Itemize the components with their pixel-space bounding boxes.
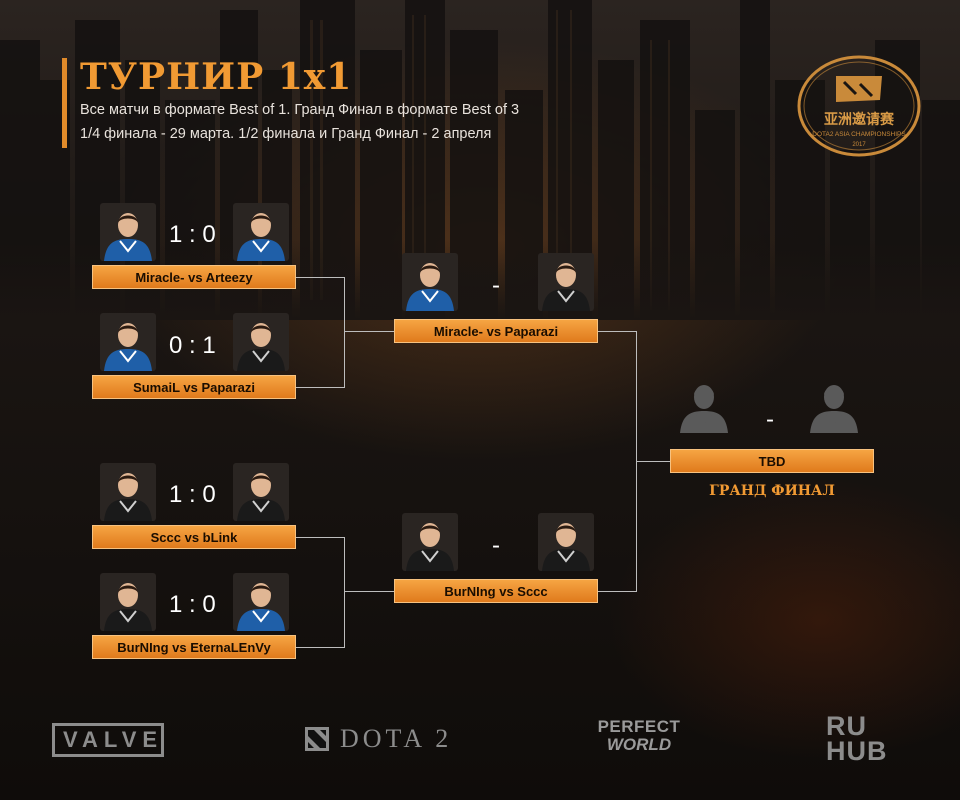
valve-logo: VALVE [52, 723, 164, 757]
connector-qf12-to-sf1 [344, 331, 394, 332]
connector-sf1 [598, 331, 636, 332]
connector-qf1 [296, 277, 344, 278]
logo-chinese-text: 亚洲邀请赛 [824, 111, 895, 128]
page-title: ТУРНИР 1x1 [80, 56, 353, 98]
perfect-world-line1: PERFECT [597, 717, 681, 736]
perfect-world-line2: WORLD [606, 735, 672, 754]
connector-qf12-vertical [344, 277, 345, 388]
connector-qf4 [296, 647, 344, 648]
logo-caption: DOTA2 ASIA CHAMPIONSHIPS [812, 131, 906, 138]
match-label[interactable]: BurNIng vs EternaLEnVy [92, 635, 296, 659]
connector-qf34-vertical [344, 537, 345, 648]
player-silhouette-right [806, 375, 862, 433]
title-accent-bar [62, 58, 67, 148]
subtitle-format: Все матчи в формате Best of 1. Гранд Фин… [80, 102, 520, 118]
player-silhouette-left [676, 375, 732, 433]
match-score: 0 : 1 [169, 332, 216, 359]
player-avatar-left [100, 463, 156, 521]
dota2-asia-championship-logo: 亚洲邀请赛 DOTA2 ASIA CHAMPIONSHIPS 2017 [797, 55, 921, 157]
match-score: - [492, 532, 500, 559]
connector-sf-to-final [636, 461, 670, 462]
match-label[interactable]: Miracle- vs Arteezy [92, 265, 296, 289]
match-label[interactable]: SumaiL vs Paparazi [92, 375, 296, 399]
ruhub-line2: HUB [826, 736, 888, 766]
connector-qf34-to-sf2 [344, 591, 394, 592]
match-label[interactable]: Miracle- vs Paparazi [394, 319, 598, 343]
match-label[interactable]: Sccc vs bLink [92, 525, 296, 549]
match-label[interactable]: TBD [670, 449, 874, 473]
player-avatar-left [100, 573, 156, 631]
player-avatar-right [538, 513, 594, 571]
perfect-world-logo: PERFECT WORLD [586, 718, 692, 754]
subtitle-dates: 1/4 финала - 29 марта. 1/2 финала и Гран… [80, 126, 492, 142]
match-score: 1 : 0 [169, 221, 216, 248]
match-score: - [766, 406, 774, 433]
dota2-icon [305, 727, 329, 751]
dota2-wordmark: DOTA 2 [340, 724, 453, 753]
player-avatar-left [402, 513, 458, 571]
grand-final-title: ГРАНД ФИНАЛ [709, 483, 835, 499]
match-score: 1 : 0 [169, 481, 216, 508]
match-score: 1 : 0 [169, 591, 216, 618]
player-avatar-right [233, 573, 289, 631]
connector-qf3 [296, 537, 344, 538]
ruhub-logo: RU HUB [826, 711, 888, 766]
dota2-logo: DOTA 2 [302, 724, 452, 754]
player-avatar-left [402, 253, 458, 311]
ruhub-line1: RU [826, 711, 867, 741]
connector-qf2 [296, 387, 344, 388]
logo-year: 2017 [852, 142, 866, 148]
player-avatar-left [100, 313, 156, 371]
player-avatar-right [233, 463, 289, 521]
player-avatar-left [100, 203, 156, 261]
player-avatar-right [233, 203, 289, 261]
connector-sf2 [598, 591, 636, 592]
match-score: - [492, 272, 500, 299]
player-avatar-right [233, 313, 289, 371]
match-label[interactable]: BurNIng vs Sccc [394, 579, 598, 603]
player-avatar-right [538, 253, 594, 311]
